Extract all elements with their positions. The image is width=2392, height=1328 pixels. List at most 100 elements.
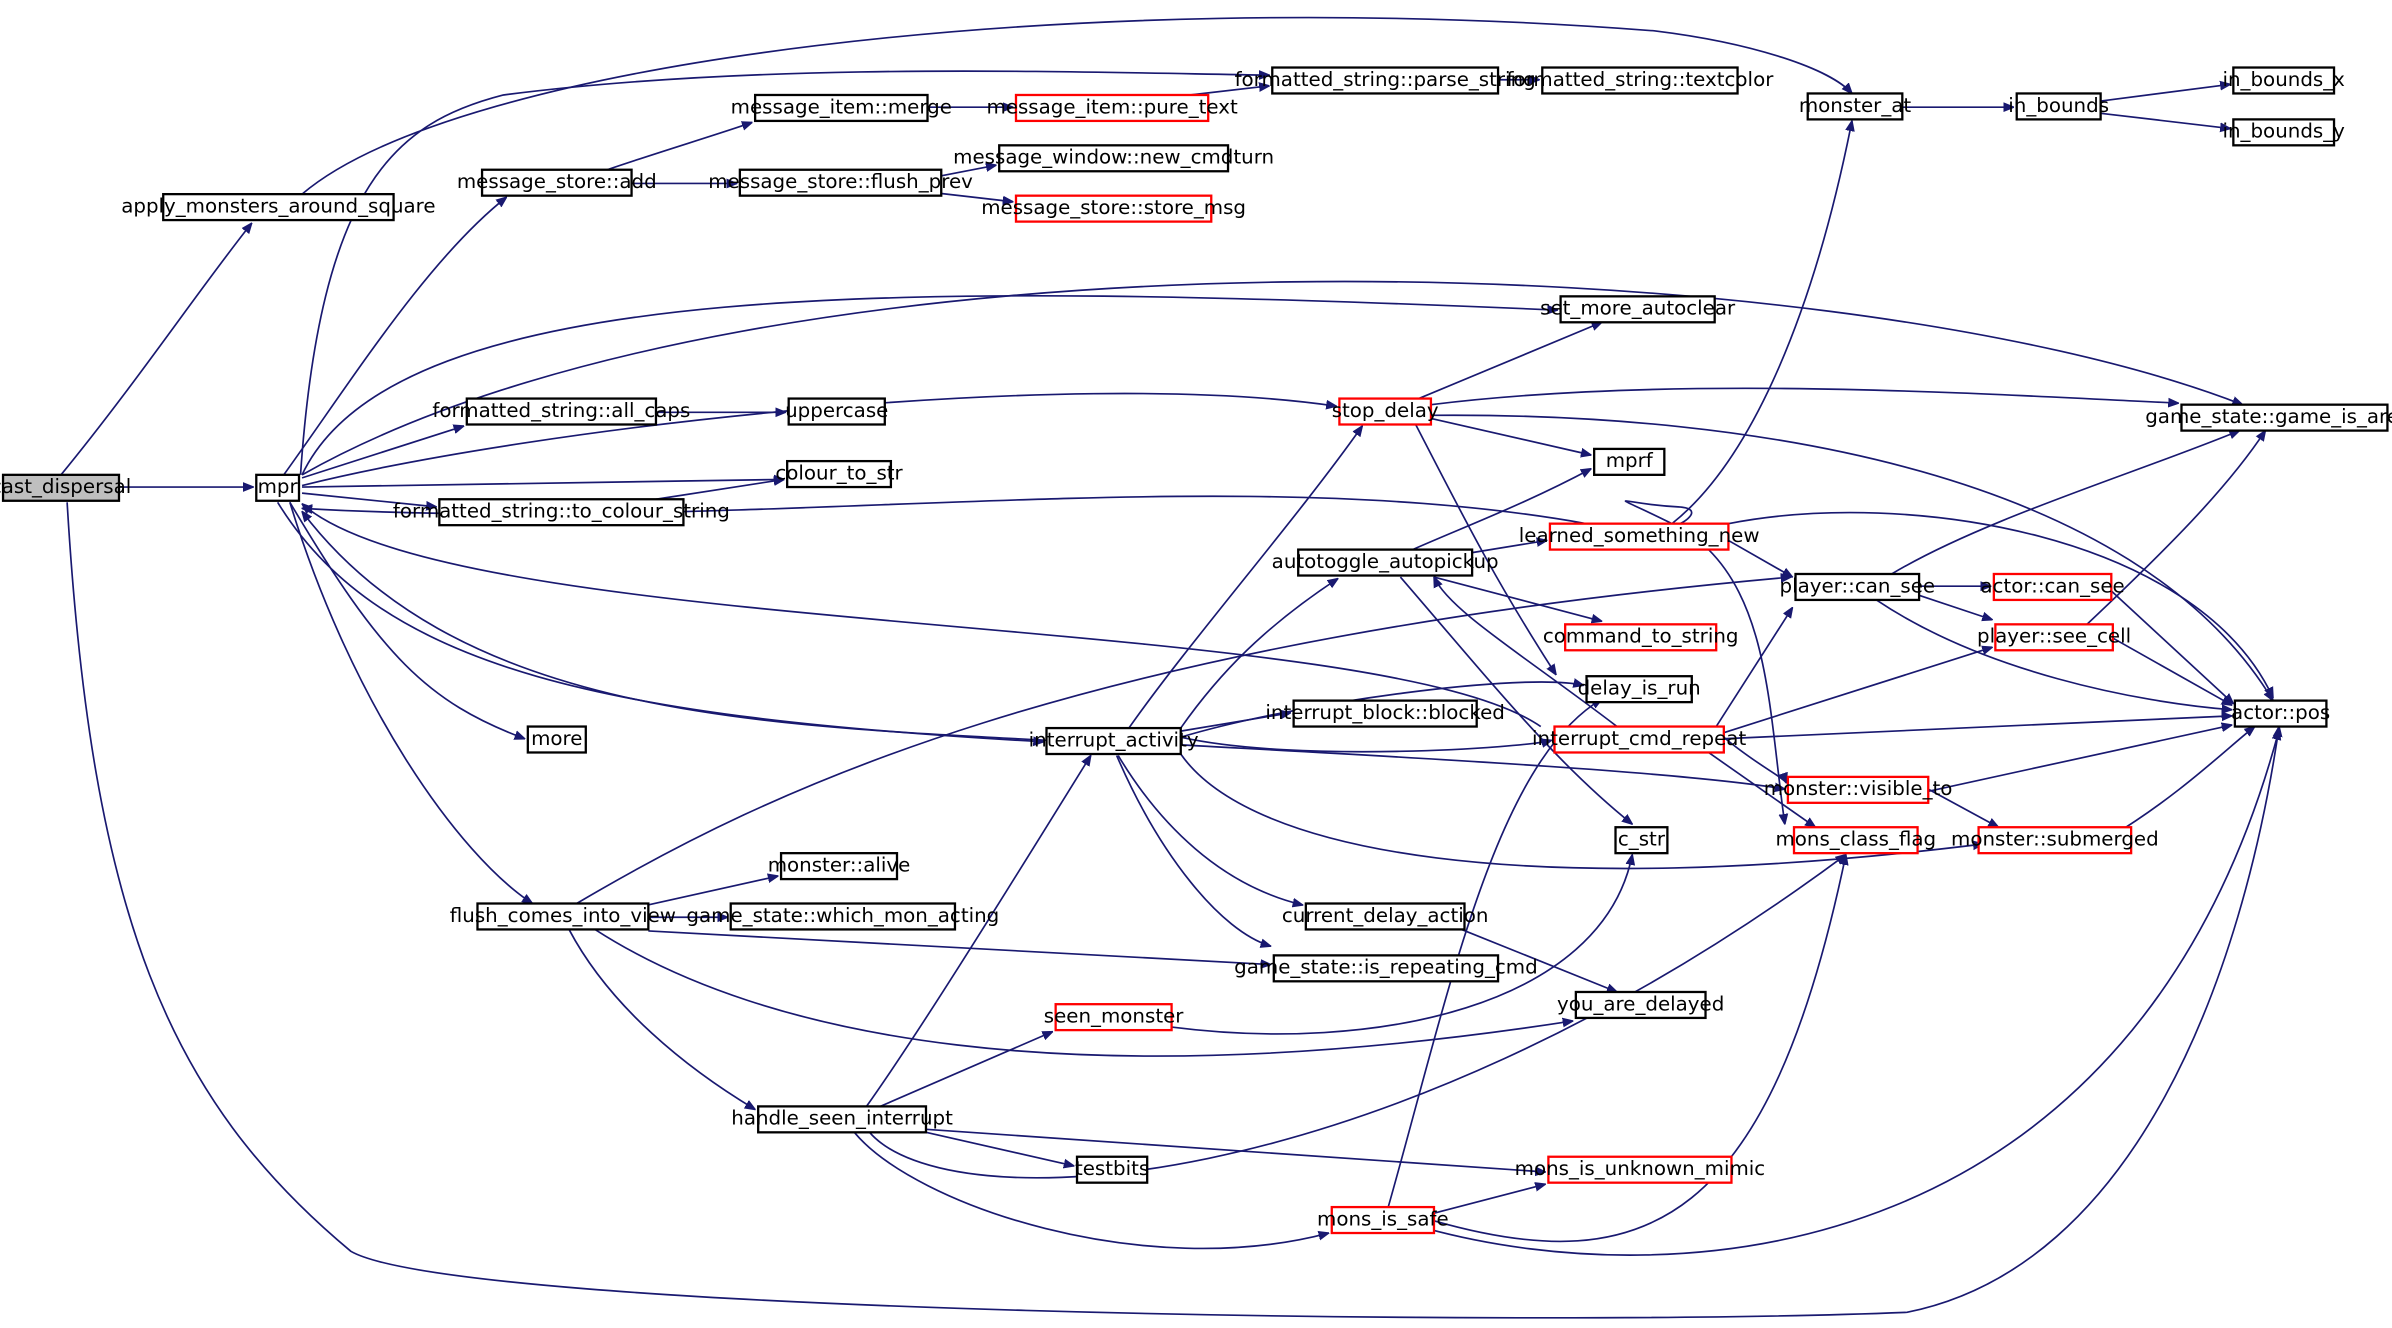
node-cast-dispersal[interactable]: cast_dispersal [0, 473, 131, 502]
edge-44 [2112, 637, 2232, 705]
edge-70 [648, 930, 1270, 965]
edge-64 [289, 501, 525, 738]
node-monster-visible-to[interactable]: monster::visible_to [1764, 775, 1953, 804]
edge-2 [66, 502, 2279, 1319]
node-formatted-string-all-caps[interactable]: formatted_string::all_caps [432, 397, 690, 426]
node-label: cast_dispersal [0, 475, 131, 498]
node-box [1272, 954, 1500, 983]
node-label: seen_monster [1044, 1004, 1185, 1027]
node-box [1564, 623, 1718, 652]
node-in-bounds[interactable]: in_bounds [2008, 92, 2109, 121]
node-interrupt-cmd-repeat[interactable]: interrupt_cmd_repeat [1532, 725, 1746, 754]
node-box [255, 473, 301, 502]
edge-35 [1727, 539, 1792, 577]
node-monster-submerged[interactable]: monster::submerged [1951, 826, 2159, 855]
node-apply-monsters-around-square[interactable]: apply_monsters_around_square [121, 192, 436, 222]
node-label: message_store::store_msg [981, 196, 1246, 219]
node-c-str[interactable]: c_str [1614, 826, 1669, 855]
node-set-more-autoclear[interactable]: set_more_autoclear [1540, 295, 1736, 324]
node-label: colour_to_str [775, 461, 903, 484]
node-box [480, 168, 633, 197]
node-label: testbits [1075, 1157, 1149, 1180]
node-box [1547, 1155, 1733, 1184]
edge-18 [301, 426, 464, 479]
node-formatted-string-parse-string[interactable]: formatted_string::parse_string [1235, 66, 1536, 95]
edge-24 [1430, 417, 1591, 455]
node-monster-alive[interactable]: monster::alive [768, 852, 911, 881]
edge-86 [1387, 699, 1602, 1208]
node-delay-is-run[interactable]: delay_is_run [1578, 675, 1701, 704]
node-box [1304, 902, 1466, 931]
edge-65 [289, 502, 533, 903]
edge-77 [879, 1032, 1052, 1108]
edge-75 [1461, 928, 1617, 993]
node-interrupt-block-blocked[interactable]: interrupt_block::blocked [1265, 699, 1505, 728]
node-game-state-which-mon-acting[interactable]: game_state::which_mon_acting [686, 902, 999, 931]
node-box [1806, 92, 1904, 121]
node-formatted-string-to-colour-string[interactable]: formatted_string::to_colour_string [393, 498, 730, 527]
node-monster-at[interactable]: monster_at [1799, 92, 1912, 121]
node-label: monster::submerged [1951, 828, 2159, 851]
node-mpr[interactable]: mpr [255, 473, 301, 502]
node-label: in_bounds_y [2222, 120, 2345, 143]
node-autotoggle-autopickup[interactable]: autotoggle_autopickup [1272, 548, 1499, 577]
node-interrupt-activity[interactable]: interrupt_activity [1029, 726, 1199, 756]
node-in-bounds-y[interactable]: in_bounds_y [2222, 118, 2345, 147]
node-mprf[interactable]: mprf [1593, 447, 1666, 476]
node-player-see-cell[interactable]: player::see_cell [1977, 623, 2131, 652]
node-label: learned_something_new [1519, 524, 1760, 547]
node-message-store-add[interactable]: message_store::add [457, 168, 657, 197]
node-player-can-see[interactable]: player::can_see [1780, 572, 1936, 602]
node-box [1792, 826, 1919, 855]
node-label: game_state::game_is_arena [2145, 405, 2392, 428]
node-message-item-merge[interactable]: message_item::merge [731, 93, 952, 123]
node-label: mpr [258, 475, 299, 498]
node-uppercase[interactable]: uppercase [785, 397, 888, 426]
node-command-to-string[interactable]: command_to_string [1543, 623, 1739, 652]
node-label: in_bounds [2008, 94, 2109, 117]
node-stop-delay[interactable]: stop_delay [1332, 397, 1439, 426]
node-current-delay-action[interactable]: current_delay_action [1282, 902, 1489, 931]
node-label: flush_comes_into_view [450, 904, 676, 927]
node-actor-can-see[interactable]: actor::can_see [1980, 572, 2125, 602]
node-message-store-flush-prev[interactable]: message_store::flush_prev [708, 168, 973, 197]
node-message-window-new-cmdturn[interactable]: message_window::new_cmdturn [953, 144, 1274, 173]
node-box [1992, 572, 2113, 602]
node-more[interactable]: more [526, 725, 587, 754]
node-label: message_item::pure_text [986, 95, 1238, 118]
node-flush-comes-into-view[interactable]: flush_comes_into_view [450, 902, 676, 931]
node-box [1585, 675, 1693, 704]
node-label: game_state::which_mon_acting [686, 904, 999, 927]
node-game-state-game-is-arena[interactable]: game_state::game_is_arena [2145, 403, 2392, 432]
node-learned-something-new[interactable]: learned_something_new [1519, 522, 1760, 551]
node-seen-monster[interactable]: seen_monster [1044, 1003, 1185, 1032]
edge-53 [1128, 426, 1362, 729]
edge-17 [301, 280, 2242, 476]
node-game-state-is-repeating-cmd[interactable]: game_state::is_repeating_cmd [1234, 954, 1538, 983]
node-handle-seen-interrupt[interactable]: handle_seen_interrupt [731, 1105, 953, 1134]
edge-5 [2100, 84, 2231, 102]
node-label: interrupt_activity [1029, 728, 1199, 751]
node-label: formatted_string::to_colour_string [393, 500, 730, 523]
node-label: message_store::add [457, 170, 657, 193]
node-colour-to-str[interactable]: colour_to_str [775, 459, 904, 489]
node-message-item-pure-text[interactable]: message_item::pure_text [986, 93, 1238, 123]
node-in-bounds-x[interactable]: in_bounds_x [2222, 66, 2345, 95]
node-box [526, 725, 587, 754]
node-label: set_more_autoclear [1540, 297, 1736, 320]
node-label: mons_is_safe [1317, 1207, 1449, 1230]
edge-31 [1433, 576, 1602, 621]
node-box [779, 852, 899, 881]
edge-78 [865, 756, 1090, 1107]
node-you-are-delayed[interactable]: you_are_delayed [1557, 990, 1724, 1020]
edge-47 [1917, 725, 2232, 795]
node-testbits[interactable]: testbits [1075, 1155, 1149, 1184]
node-mons-is-safe[interactable]: mons_is_safe [1317, 1205, 1449, 1235]
node-actor-pos[interactable]: actor::pos [2231, 699, 2330, 728]
node-formatted-string-textcolor[interactable]: formatted_string::textcolor [1506, 66, 1774, 95]
node-mons-is-unknown-mimic[interactable]: mons_is_unknown_mimic [1515, 1155, 1766, 1184]
node-box [162, 192, 395, 222]
edge-52 [1180, 579, 1338, 729]
node-mons-class-flag[interactable]: mons_class_flag [1775, 826, 1936, 855]
node-message-store-store-msg[interactable]: message_store::store_msg [981, 194, 1246, 223]
